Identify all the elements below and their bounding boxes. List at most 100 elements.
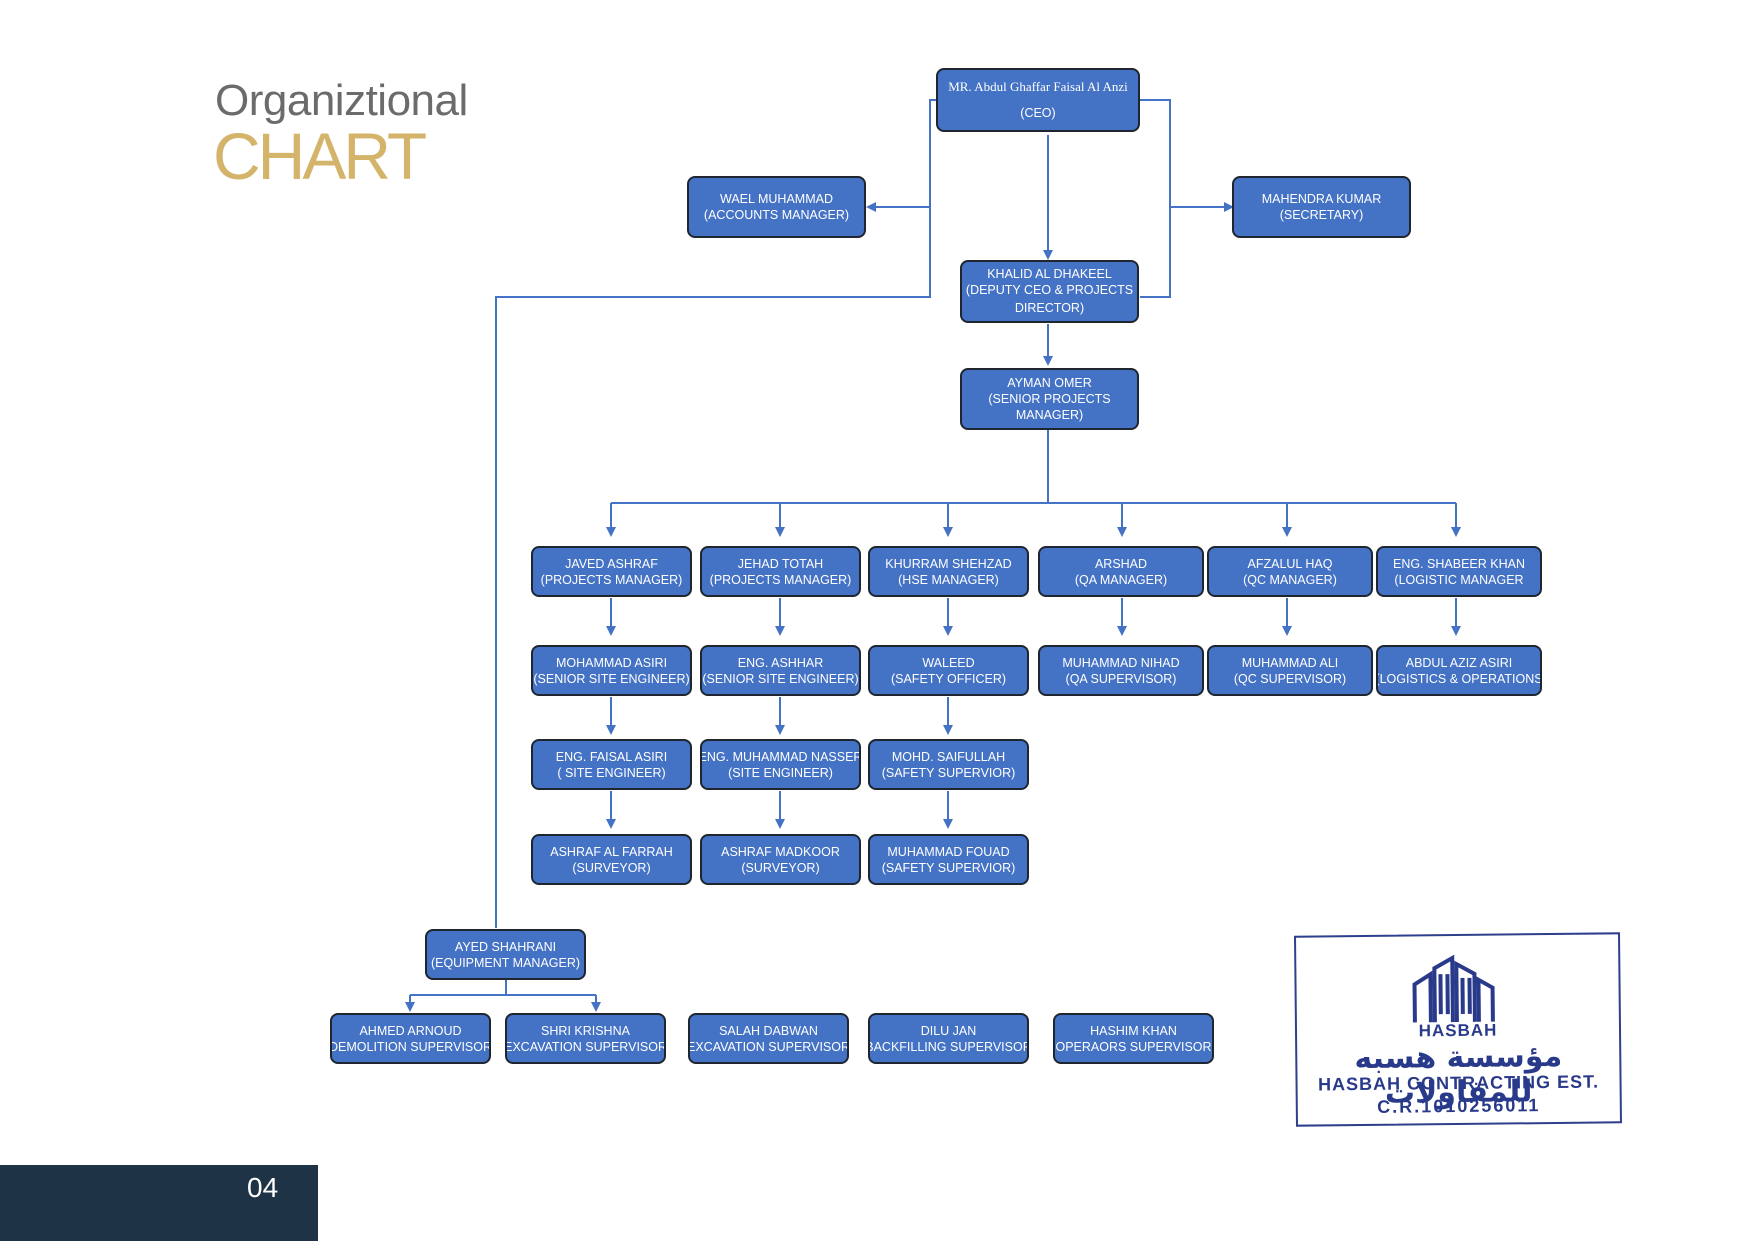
node-role: (SECRETARY) <box>1279 208 1364 222</box>
node-role: (SAFETY SUPERVIOR) <box>881 765 1016 780</box>
node-role: (SITE ENGINEER) <box>728 765 833 780</box>
node-role: (EXCAVATION SUPERVISOR) <box>505 1039 666 1054</box>
node-ceo: MR. Abdul Ghaffar Faisal Al Anzi (CEO) <box>936 68 1140 132</box>
node-role: (QC SUPERVISOR) <box>1233 671 1347 686</box>
node-name: JEHAD TOTAH <box>737 556 824 571</box>
node-senior-site-engineer-1: MOHAMMAD ASIRI (SENIOR SITE ENGINEER) <box>531 645 692 696</box>
node-role: (EXCAVATION SUPERVISOR) <box>688 1039 849 1054</box>
node-role: (QC MANAGER) <box>1243 572 1337 587</box>
node-role: (SENIOR SITE ENGINEER) <box>533 671 690 686</box>
node-safety-officer: WALEED (SAFETY OFFICER) <box>868 645 1029 696</box>
building-logo-icon <box>1412 954 1495 1023</box>
node-role: (OPERAORS SUPERVISOR) <box>1053 1039 1214 1054</box>
node-role: (ACCOUNTS MANAGER) <box>703 208 850 222</box>
node-role: (DEPUTY CEO & PROJECTS <box>965 282 1134 297</box>
node-surveyor-2: ASHRAF MADKOOR (SURVEYOR) <box>700 834 861 885</box>
node-operators-supervisor: HASHIM KHAN (OPERAORS SUPERVISOR) <box>1053 1013 1214 1064</box>
node-deputy-ceo: KHALID AL DHAKEEL (DEPUTY CEO & PROJECTS… <box>960 260 1139 323</box>
node-accounts-manager: WAEL MUHAMMAD (ACCOUNTS MANAGER) <box>687 176 866 238</box>
node-senior-projects-manager: AYMAN OMER (SENIOR PROJECTS MANAGER) <box>960 368 1139 430</box>
node-role-2: DIRECTOR) <box>1014 300 1085 315</box>
node-name: WAEL MUHAMMAD <box>720 192 833 206</box>
connector-ceo-right <box>1139 99 1171 298</box>
node-role: (LOGISTIC MANAGER <box>1394 572 1524 587</box>
node-name: KHALID AL DHAKEEL <box>987 266 1112 281</box>
node-role: (SAFETY OFFICER) <box>890 671 1007 686</box>
connector-spm-bus <box>611 430 1456 504</box>
node-logistics-operations: ABDUL AZIZ ASIRI (LOGISTICS & OPERATIONS <box>1376 645 1542 696</box>
node-name: MUHAMMAD ALI <box>1241 655 1339 670</box>
page-number: 04 <box>247 1172 279 1203</box>
node-role-2: MANAGER) <box>1015 408 1084 422</box>
node-equipment-manager: AYED SHAHRANI (EQUIPMENT MANAGER) <box>425 929 586 980</box>
node-name: MOHAMMAD ASIRI <box>555 655 668 670</box>
title-line-1: Organiztional <box>215 76 468 125</box>
node-site-engineer-2: ENG. MUHAMMAD NASSER (SITE ENGINEER) <box>700 739 861 790</box>
node-name: HASHIM KHAN <box>1090 1023 1177 1038</box>
node-safety-supervisor-1: MOHD. SAIFULLAH (SAFETY SUPERVIOR) <box>868 739 1029 790</box>
node-name: SHRI KRISHNA <box>541 1023 630 1038</box>
node-name: ENG. ASHHAR <box>737 655 824 670</box>
node-name: KHURRAM SHEHZAD <box>885 556 1012 571</box>
node-role: ( SITE ENGINEER) <box>557 765 666 780</box>
node-logistic-manager: ENG. SHABEER KHAN (LOGISTIC MANAGER <box>1376 546 1542 597</box>
node-name: MUHAMMAD NIHAD <box>1062 655 1180 670</box>
node-name: ASHRAF AL FARRAH <box>550 844 673 859</box>
node-role: (SURVEYOR) <box>572 860 651 875</box>
node-qa-supervisor: MUHAMMAD NIHAD (QA SUPERVISOR) <box>1038 645 1204 696</box>
node-role: (SAFETY SUPERVIOR) <box>881 860 1016 875</box>
node-role: (CEO) <box>1020 106 1056 120</box>
node-name: ENG. MUHAMMAD NASSER <box>700 749 861 764</box>
node-projects-manager-1: JAVED ASHRAF (PROJECTS MANAGER) <box>531 546 692 597</box>
connector-eq-bus <box>410 980 596 996</box>
node-name: AFZALUL HAQ <box>1247 556 1333 571</box>
node-name: ASHRAF MADKOOR <box>721 844 840 859</box>
node-name: MOHD. SAIFULLAH <box>891 749 1006 764</box>
node-role: (BACKFILLING SUPERVISOR) <box>868 1039 1029 1054</box>
node-name: AHMED ARNOUD <box>359 1023 462 1038</box>
node-name: MAHENDRA KUMAR <box>1261 192 1382 206</box>
node-role: (PROJECTS MANAGER) <box>709 572 852 587</box>
node-role: (SENIOR SITE ENGINEER) <box>702 671 859 686</box>
node-qc-manager: AFZALUL HAQ (QC MANAGER) <box>1207 546 1373 597</box>
node-role: (LOGISTICS & OPERATIONS <box>1376 671 1542 686</box>
node-name: DILU JAN <box>920 1023 977 1038</box>
node-name: WALEED <box>922 655 975 670</box>
node-role: (SURVEYOR) <box>741 860 820 875</box>
connector-ceo-left <box>495 99 940 928</box>
node-role: (QA SUPERVISOR) <box>1065 671 1177 686</box>
node-role: (PROJECTS MANAGER) <box>540 572 683 587</box>
node-role: (QA MANAGER) <box>1074 572 1168 587</box>
node-hse-manager: KHURRAM SHEHZAD (HSE MANAGER) <box>868 546 1029 597</box>
title-line-2: CHART <box>213 119 427 193</box>
node-name: JAVED ASHRAF <box>565 556 658 571</box>
node-demolition-supervisor: AHMED ARNOUD (DEMOLITION SUPERVISOR) <box>330 1013 491 1064</box>
node-role: (DEMOLITION SUPERVISOR) <box>330 1039 491 1054</box>
node-site-engineer-1: ENG. FAISAL ASIRI ( SITE ENGINEER) <box>531 739 692 790</box>
node-name: ENG. FAISAL ASIRI <box>555 749 668 764</box>
node-name: MUHAMMAD FOUAD <box>887 844 1010 859</box>
node-name: AYMAN OMER <box>1007 376 1092 390</box>
node-secretary: MAHENDRA KUMAR (SECRETARY) <box>1232 176 1411 238</box>
node-name: ENG. SHABEER KHAN <box>1393 556 1525 571</box>
node-role: (SENIOR PROJECTS <box>988 392 1111 406</box>
node-senior-site-engineer-2: ENG. ASHHAR (SENIOR SITE ENGINEER) <box>700 645 861 696</box>
stamp-company-name: HASBAH CONTRACTING EST. <box>1317 1071 1600 1095</box>
footer-bar <box>0 1165 318 1241</box>
node-name: AYED SHAHRANI <box>454 939 557 954</box>
node-safety-supervisor-2: MUHAMMAD FOUAD (SAFETY SUPERVIOR) <box>868 834 1029 885</box>
node-role: (HSE MANAGER) <box>898 572 999 587</box>
node-qc-supervisor: MUHAMMAD ALI (QC SUPERVISOR) <box>1207 645 1373 696</box>
node-excavation-supervisor-1: SHRI KRISHNA (EXCAVATION SUPERVISOR) <box>505 1013 666 1064</box>
node-qa-manager: ARSHAD (QA MANAGER) <box>1038 546 1204 597</box>
company-stamp: HASBAH مؤسسة هسبه للمقاولات HASBAH CONTR… <box>1294 932 1622 1127</box>
node-excavation-supervisor-2: SALAH DABWAN (EXCAVATION SUPERVISOR) <box>688 1013 849 1064</box>
node-name: SALAH DABWAN <box>719 1023 818 1038</box>
node-name: ARSHAD <box>1094 556 1148 571</box>
node-backfilling-supervisor: DILU JAN (BACKFILLING SUPERVISOR) <box>868 1013 1029 1064</box>
node-surveyor-1: ASHRAF AL FARRAH (SURVEYOR) <box>531 834 692 885</box>
node-name: ABDUL AZIZ ASIRI <box>1405 655 1513 670</box>
node-role: (EQUIPMENT MANAGER) <box>430 955 581 970</box>
